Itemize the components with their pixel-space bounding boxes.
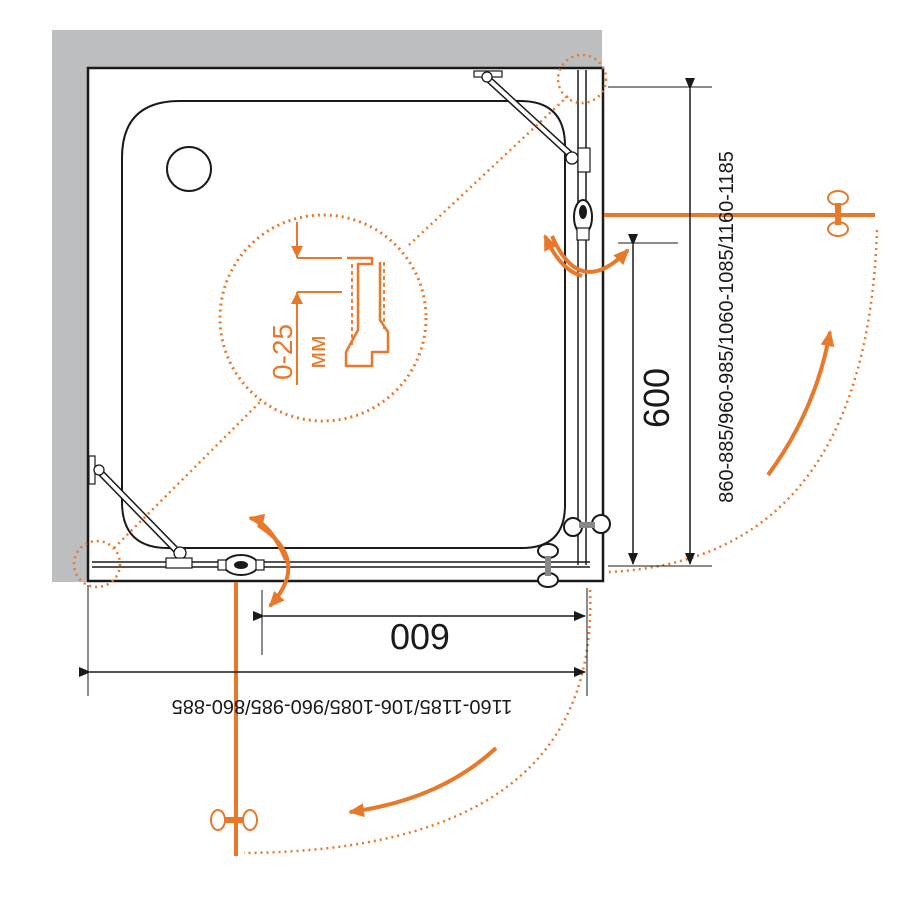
swing-arrow-icon — [766, 330, 835, 477]
hinge-icon — [573, 199, 593, 241]
dimension-bottom-door-label: 600 — [390, 616, 450, 657]
swing-arrow-icon — [248, 513, 288, 561]
dimension-right-door: 600 — [610, 234, 678, 567]
door-knob-icon — [827, 190, 849, 237]
detail-range-unit: мм — [304, 336, 331, 369]
swing-arrow-icon — [348, 746, 498, 818]
shower-tray-basin — [121, 100, 566, 549]
dimension-right-height: 860-885/960-985/1060-1085/1160-1185 — [608, 78, 738, 567]
wall-side — [52, 30, 88, 582]
right-door-swing-path — [607, 229, 879, 574]
door-knob-icon — [537, 543, 559, 588]
dimension-bottom-door: 600 — [253, 588, 588, 696]
door-knob-icon — [210, 809, 258, 831]
bottom-door-swing-path — [243, 589, 592, 855]
detail-range-value: 0-25 — [267, 324, 298, 380]
swing-arrow-icon — [543, 234, 583, 278]
right-door-open — [604, 190, 875, 237]
dimension-bottom-width-label: 1160-1185/106-1085/960-985/860-885 — [172, 695, 513, 717]
door-knob-icon — [563, 514, 611, 537]
corner-detail-marker-left — [72, 539, 122, 589]
bottom-door-open — [210, 582, 258, 856]
dimension-right-height-label: 860-885/960-985/1060-1085/1160-1185 — [716, 151, 738, 503]
stabilizer-bar-top — [473, 70, 591, 173]
stabilizer-bar-left — [88, 455, 193, 569]
detail-leader-left — [113, 401, 261, 549]
corner-detail-marker-top — [556, 53, 608, 105]
hinge-icon — [217, 554, 265, 576]
drain-icon — [166, 146, 212, 192]
swing-arrow-icon — [550, 235, 630, 274]
dimension-bottom-width: 1160-1185/106-1085/960-985/860-885 — [79, 585, 586, 717]
detail-magnifier: 0-25 мм — [218, 213, 428, 423]
dimension-right-door-label: 600 — [636, 368, 677, 428]
detail-leader-top — [408, 95, 569, 246]
wall-back — [52, 30, 602, 70]
